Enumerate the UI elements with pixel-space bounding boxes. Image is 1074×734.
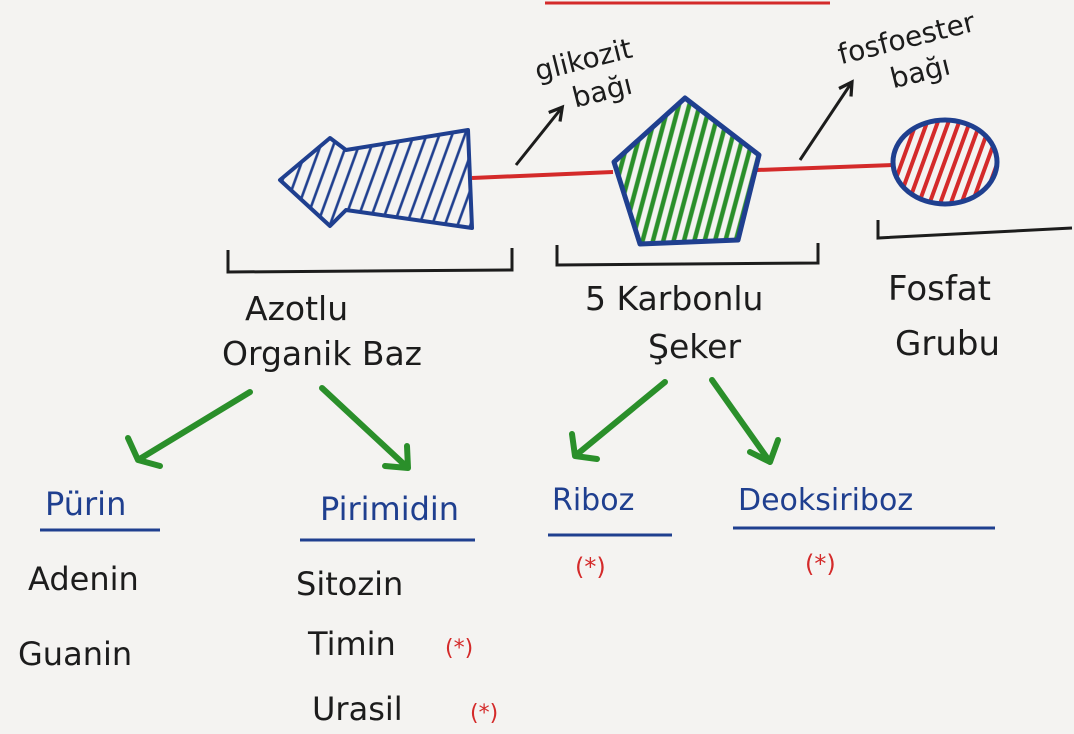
deoxyribose-mark: (*) <box>805 550 836 578</box>
deoxyribose-title: Deoksiriboz <box>738 483 913 518</box>
phosphate-label-line-2: Grubu <box>895 324 1000 364</box>
ribose-title: Riboz <box>552 483 634 518</box>
pyrimidine-item-thymine: Timin <box>307 625 396 663</box>
phosphate-label-line-1: Fosfat <box>888 269 991 309</box>
pyrimidine-uracil-mark: (*) <box>470 701 498 726</box>
base-label-line-1: Azotlu <box>245 289 348 328</box>
sugar-label: 5 Karbonlu Şeker <box>585 279 774 366</box>
arrow-to-ribose <box>572 382 665 459</box>
base-label-line-2: Organik Baz <box>222 334 422 373</box>
glycosidic-bond-label: glikozit bağı <box>531 30 652 122</box>
base-shape <box>280 130 472 228</box>
purine-title: Pürin <box>45 485 126 523</box>
ribose-mark: (*) <box>575 553 606 581</box>
phosphate-label: Fosfat Grubu <box>888 269 1002 364</box>
bond-line-base-sugar <box>472 172 613 178</box>
glycosidic-arrow <box>516 110 560 165</box>
pyrimidine-item-uracil: Urasil <box>312 690 403 728</box>
pyrimidine-item-cytosine: Sitozin <box>296 565 403 603</box>
arrow-to-purine <box>128 392 250 466</box>
arrow-to-pyrimidine <box>322 388 408 468</box>
green-arrows <box>128 380 778 468</box>
bond-line-sugar-phosphate <box>757 165 893 170</box>
phosphate-bracket <box>878 220 1072 238</box>
phosphate-circle <box>893 120 997 204</box>
purine-item-adenine: Adenin <box>28 560 139 598</box>
base-bracket <box>228 248 512 272</box>
pyrimidine-thymine-mark: (*) <box>445 636 473 661</box>
sugar-label-line-1: 5 Karbonlu <box>585 279 763 318</box>
sugar-label-line-2: Şeker <box>648 327 741 366</box>
pyrimidine-title: Pirimidin <box>320 490 459 528</box>
phosphoester-arrow <box>800 85 850 160</box>
base-label: Azotlu Organik Baz <box>222 289 422 373</box>
phosphoester-bond-label: fosfoester bağı <box>834 3 995 106</box>
purine-item-guanine: Guanin <box>18 635 132 673</box>
sugar-bracket <box>557 243 818 265</box>
sugar-pentagon <box>614 98 759 244</box>
arrow-to-deoxyribose <box>712 380 778 462</box>
